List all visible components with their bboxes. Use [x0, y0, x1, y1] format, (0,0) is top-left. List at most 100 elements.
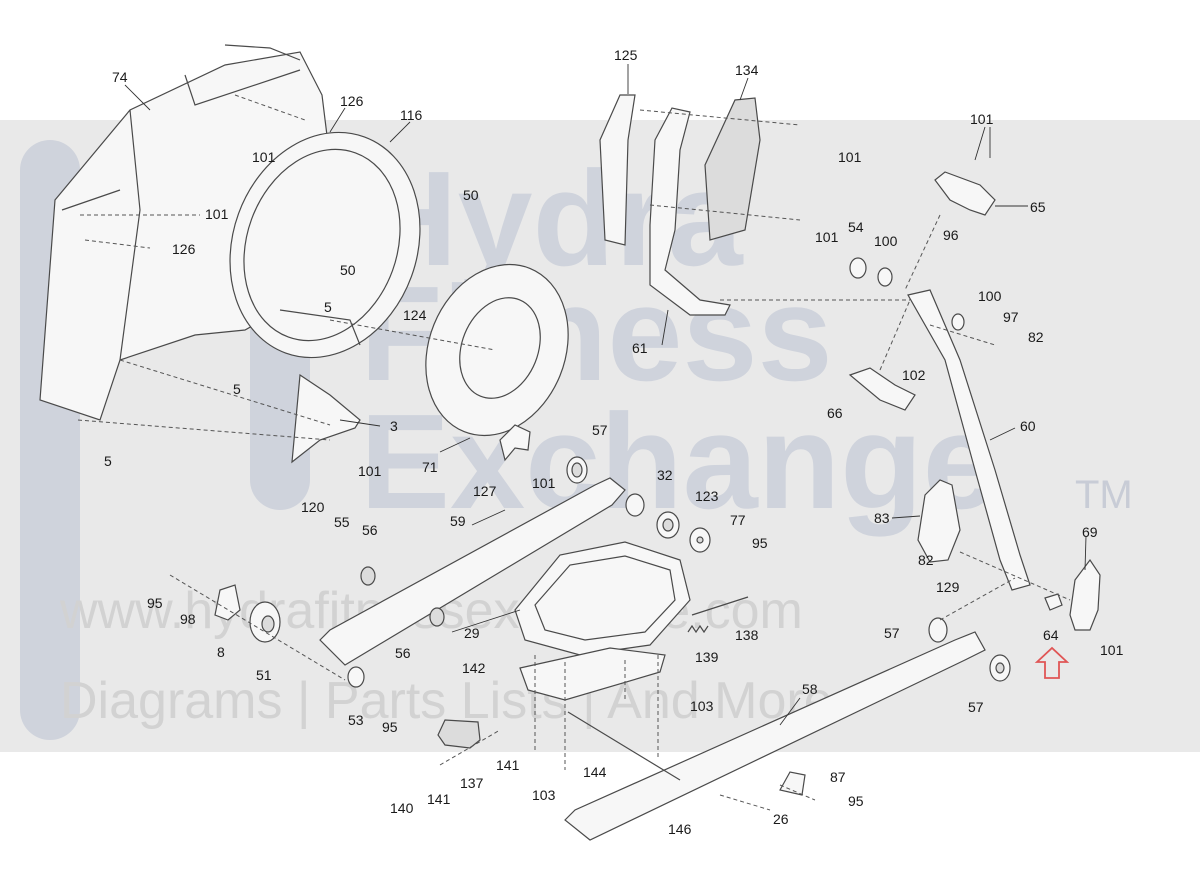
part-32-bushing [625, 493, 645, 517]
part-3-lower-cover [291, 373, 361, 464]
callout-124: 124 [403, 307, 427, 323]
part-56-pulley [429, 607, 445, 627]
part-127-bracket [499, 424, 531, 462]
callout-146: 146 [668, 821, 692, 837]
callout-95: 95 [752, 535, 768, 551]
callout-125: 125 [614, 47, 638, 63]
callout-96: 96 [943, 227, 959, 243]
callout-59: 59 [450, 513, 466, 529]
callout-141: 141 [427, 791, 451, 807]
callout-64: 64 [1043, 627, 1059, 643]
part-123-bearing [656, 511, 680, 539]
part-8-disc [214, 584, 241, 621]
part-60-upright-arm [907, 289, 1031, 591]
callout-101: 101 [532, 475, 556, 491]
part-87-plate [779, 771, 806, 796]
callout-101: 101 [358, 463, 382, 479]
callout-126: 126 [172, 241, 196, 257]
callout-116: 116 [400, 107, 423, 123]
callout-144: 144 [583, 764, 607, 780]
callout-57: 57 [884, 625, 900, 641]
callout-32: 32 [657, 467, 673, 483]
callout-101: 101 [838, 149, 862, 165]
part-57-roller [566, 456, 588, 484]
callout-57: 57 [968, 699, 984, 715]
part-57-roller [989, 654, 1011, 682]
callout-66: 66 [827, 405, 843, 421]
part-144-axle [567, 711, 681, 781]
part-77-washer [689, 527, 711, 553]
callout-141: 141 [496, 757, 520, 773]
part-64-pin [1044, 593, 1063, 611]
callout-82: 82 [1028, 329, 1044, 345]
callout-74: 74 [112, 69, 128, 85]
highlight-up-arrow-icon [1034, 646, 1070, 679]
part-66-lower-cap [848, 367, 916, 411]
callout-95: 95 [382, 719, 398, 735]
callout-3: 3 [390, 418, 398, 434]
callout-5: 5 [104, 453, 112, 469]
part-134-console-shroud [704, 97, 761, 241]
part-100-washer [951, 313, 965, 331]
callout-50: 50 [340, 262, 356, 278]
callout-55: 55 [334, 514, 350, 530]
callout-139: 139 [695, 649, 719, 665]
callout-labels: 74 126 116 125 134 101 101 101 101 126 5… [104, 47, 1124, 837]
part-137-end-cap [437, 719, 481, 749]
callout-5: 5 [233, 381, 241, 397]
callout-97: 97 [1003, 309, 1019, 325]
callout-129: 129 [936, 579, 960, 595]
callout-95: 95 [848, 793, 864, 809]
part-54-bearing [849, 257, 867, 279]
callout-51: 51 [256, 667, 272, 683]
callout-101: 101 [205, 206, 229, 222]
part-57-roller [928, 617, 948, 643]
part-65-upper-cap [934, 171, 996, 216]
callout-98: 98 [180, 611, 196, 627]
callout-56: 56 [395, 645, 411, 661]
callout-103: 103 [690, 698, 714, 714]
callout-58: 58 [802, 681, 818, 697]
part-29-pedal [514, 541, 691, 656]
part-56-pulley [360, 566, 376, 586]
part-139-spring [687, 624, 709, 634]
callout-142: 142 [462, 660, 486, 676]
callout-29: 29 [464, 625, 480, 641]
part-69-pivot-bracket [1069, 558, 1101, 631]
callout-60: 60 [1020, 418, 1036, 434]
part-138-bolt [691, 596, 749, 616]
part-61-handlebar [649, 107, 731, 316]
callout-101: 101 [252, 149, 276, 165]
callout-87: 87 [830, 769, 846, 785]
callout-57: 57 [592, 422, 608, 438]
callout-95: 95 [147, 595, 163, 611]
callout-83: 83 [874, 510, 890, 526]
callout-56: 56 [362, 522, 378, 538]
watermark-trademark: TM [1075, 473, 1133, 517]
part-58-right-pedal-arm [564, 631, 986, 841]
callout-71: 71 [422, 459, 438, 475]
part-125-handle-cover [599, 94, 636, 246]
callout-5: 5 [324, 299, 332, 315]
callout-120: 120 [301, 499, 325, 515]
callout-140: 140 [390, 800, 414, 816]
callout-26: 26 [773, 811, 789, 827]
callout-138: 138 [735, 627, 759, 643]
callout-102: 102 [902, 367, 926, 383]
part-71-flywheel-disk [425, 263, 569, 437]
callout-77: 77 [730, 512, 746, 528]
callout-54: 54 [848, 219, 864, 235]
callout-69: 69 [1082, 524, 1098, 540]
callout-100: 100 [978, 288, 1002, 304]
callout-101: 101 [970, 111, 994, 127]
callout-8: 8 [217, 644, 225, 660]
callout-82: 82 [918, 552, 934, 568]
part-100-washer [877, 267, 893, 287]
part-83-arm-cover [917, 479, 961, 563]
part-142-pedal-plate [519, 647, 666, 701]
callout-127: 127 [473, 483, 497, 499]
callout-123: 123 [695, 488, 719, 504]
callout-126: 126 [340, 93, 364, 109]
callout-134: 134 [735, 62, 759, 78]
